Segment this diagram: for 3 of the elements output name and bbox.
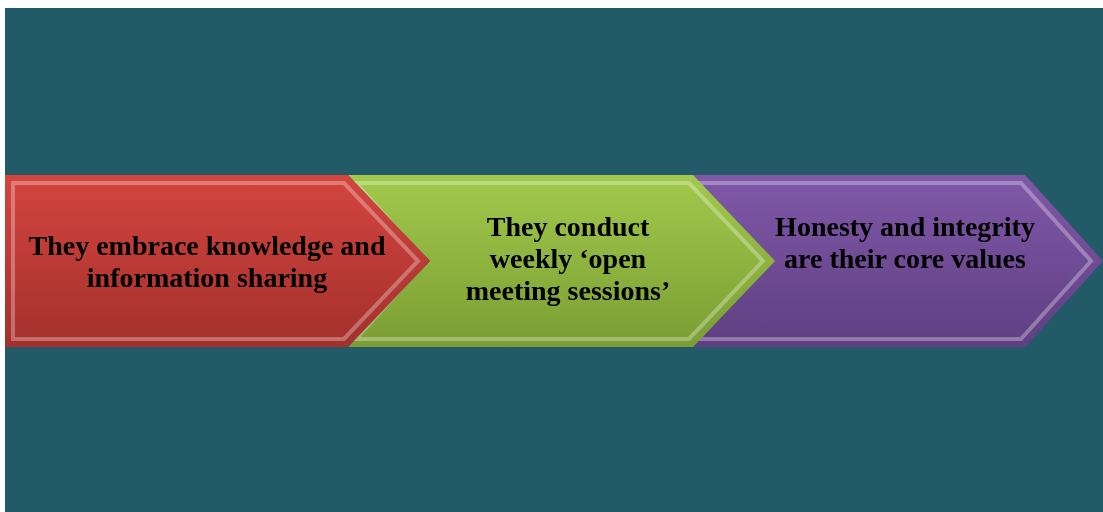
step-text: Honesty and integrity are their core values — [775, 211, 1035, 275]
step-text: They conduct weekly ‘open meeting sessions’ — [464, 211, 672, 307]
step-text: They embrace knowledge and information sharing — [27, 230, 387, 294]
